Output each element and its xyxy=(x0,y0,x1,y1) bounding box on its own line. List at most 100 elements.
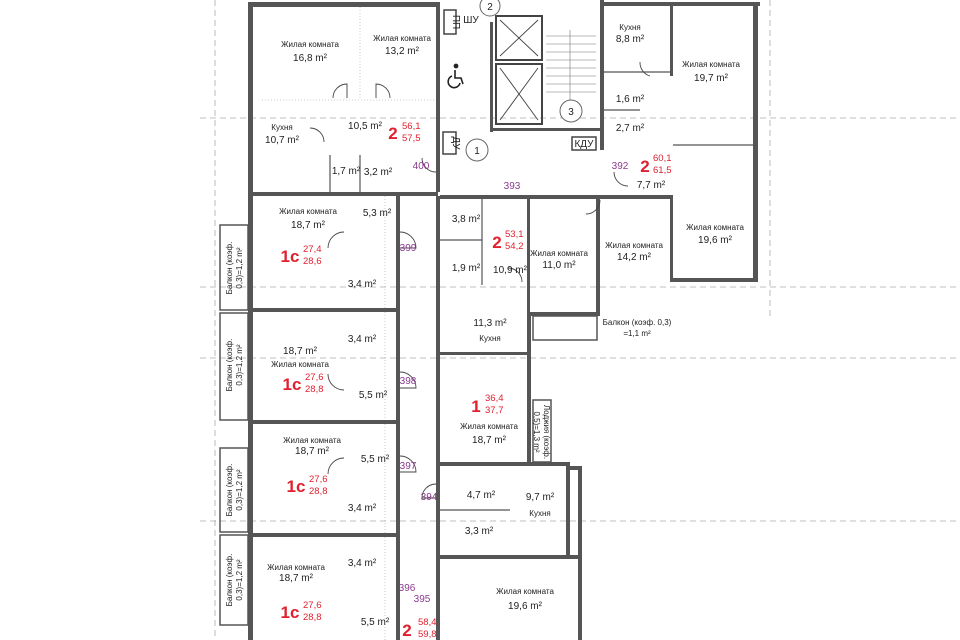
room-name: Жилая комната xyxy=(682,60,740,69)
room-area: 18,7 m² xyxy=(279,573,314,584)
room-area: 19,6 m² xyxy=(698,235,733,246)
room-area: 16,8 m² xyxy=(293,53,328,64)
room-area: 3,2 m² xyxy=(364,167,393,178)
wheelchair-icon xyxy=(447,63,464,89)
apartment-value: 1с xyxy=(281,603,300,622)
apartment-value: 56,1 xyxy=(402,121,421,132)
room-area: 4,7 m² xyxy=(467,490,496,501)
room-name: Жилая комната xyxy=(530,249,588,258)
marker-1: 1 xyxy=(474,146,480,157)
balcony-label: Балкон (коэф. xyxy=(225,464,234,517)
entrance-number: 400 xyxy=(413,161,430,172)
room-area: 5,5 m² xyxy=(361,454,390,465)
apartment-value: 61,5 xyxy=(653,165,672,176)
room-name: Жилая комната xyxy=(686,223,744,232)
entrance-number: 392 xyxy=(612,161,629,172)
room-name: Кухня xyxy=(271,123,292,132)
room-name: Жилая комната xyxy=(605,241,663,250)
apartment-value: 28,8 xyxy=(303,612,322,623)
apartment-value: 2 xyxy=(402,621,411,640)
room-name: Жилая комната xyxy=(283,436,341,445)
apartment-value: 1с xyxy=(287,477,306,496)
apartment-badge: 2 60,161,5 xyxy=(640,153,671,176)
room-area: 3,8 m² xyxy=(452,214,481,225)
marker-2: 2 xyxy=(487,2,493,13)
apartment-value: 1 xyxy=(471,397,480,416)
apartment-value: 28,8 xyxy=(309,486,328,497)
room-name: Жилая комната xyxy=(281,40,339,49)
shaft-kdu-label: КДУ xyxy=(574,139,594,150)
balcony-label: =1,1 m² xyxy=(623,329,651,338)
apartment-value: 53,1 xyxy=(505,229,524,240)
apartment-value: 37,7 xyxy=(485,405,504,416)
shaft-pp-label: ПП xyxy=(450,15,461,29)
room-area: 19,6 m² xyxy=(508,601,543,612)
room-name: Кухня xyxy=(479,334,500,343)
room-area: 1,6 m² xyxy=(616,94,645,105)
balcony-label: Балкон (коэф. xyxy=(225,339,234,392)
entrance-number: 395 xyxy=(414,594,431,605)
apartment-value: 27,6 xyxy=(303,600,322,611)
apartment-value: 60,1 xyxy=(653,153,672,164)
apartment-value: 28,6 xyxy=(303,256,322,267)
apartment-value: 59,8 xyxy=(418,629,437,640)
shaft-shu-label: ШУ xyxy=(463,15,479,26)
walls xyxy=(248,0,760,640)
axis-markers: 2 1 3 xyxy=(465,0,583,162)
room-area: 3,4 m² xyxy=(348,558,377,569)
apartment-value: 57,5 xyxy=(402,133,421,144)
balcony-label: 0,5)=1,3 m² xyxy=(532,411,541,452)
room-name: Жилая комната xyxy=(460,422,518,431)
elevator-core xyxy=(495,15,596,125)
apartment-badge: 2 53,154,2 xyxy=(492,229,523,252)
room-area: 10,5 m² xyxy=(348,121,383,132)
apartment-value: 2 xyxy=(640,157,649,176)
room-name: Жилая комната xyxy=(267,563,325,572)
room-area: 10,7 m² xyxy=(265,135,300,146)
room-area: 7,7 m² xyxy=(637,180,666,191)
room-area: 5,3 m² xyxy=(363,208,392,219)
entrance-number: 397 xyxy=(400,461,417,472)
room-area: 3,3 m² xyxy=(465,526,494,537)
room-name: Кухня xyxy=(529,509,550,518)
room-area: 11,0 m² xyxy=(542,260,576,271)
apartment-value: 27,6 xyxy=(309,474,328,485)
room-area: 9,7 m² xyxy=(526,492,555,503)
apartment-value: 58,4 xyxy=(418,617,437,628)
entrance-number: 393 xyxy=(504,181,521,192)
apartment-value: 27,4 xyxy=(303,244,322,255)
balcony-label: Балкон (коэф. xyxy=(225,242,234,295)
room-area: 18,7 m² xyxy=(472,435,507,446)
balcony-label: 0,3)=1,2 m² xyxy=(235,559,244,600)
room-name: Жилая комната xyxy=(373,34,431,43)
apartment-value: 28,8 xyxy=(305,384,324,395)
apartment-value: 1с xyxy=(283,375,302,394)
balcony-label: Балкон (коэф. 0,3) xyxy=(603,318,672,327)
room-area: 1,7 m² xyxy=(332,166,361,177)
shaft-du-label: ДУ xyxy=(450,136,461,150)
entrance-numbers: 400 393 392 399 398 397 394 396 395 xyxy=(399,161,629,605)
apartment-badge: 1 36,437,7 xyxy=(471,393,503,416)
balcony-outlines xyxy=(219,224,598,626)
room-area: 18,7 m² xyxy=(295,446,330,457)
balcony-label: 0,3)=1,2 m² xyxy=(235,247,244,288)
apartment-value: 2 xyxy=(492,233,501,252)
apartment-value: 54,2 xyxy=(505,241,524,252)
room-area: 13,2 m² xyxy=(385,46,420,57)
balcony-label: Лоджия (коэф. xyxy=(542,405,551,459)
room-area: 18,7 m² xyxy=(283,346,318,357)
room-area: 8,8 m² xyxy=(616,34,645,45)
room-area: 11,3 m² xyxy=(473,318,507,329)
room-area: 5,5 m² xyxy=(359,390,388,401)
apartment-value: 36,4 xyxy=(485,393,504,404)
room-area: 18,7 m² xyxy=(291,220,326,231)
balcony-labels: Балкон (коэф. 0,3) =1,1 m² Балкон (коэф.… xyxy=(225,242,672,607)
room-area: 3,4 m² xyxy=(348,279,377,290)
room-area: 3,4 m² xyxy=(348,334,377,345)
